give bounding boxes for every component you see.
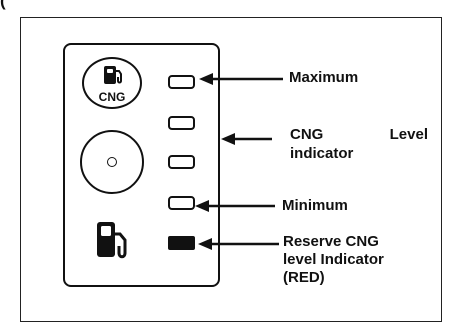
maximum-level-lamp (168, 75, 195, 89)
gauge-center-dot (107, 157, 117, 167)
cng-badge-text: CNG (98, 90, 126, 104)
reserve-label-line2: level Indicator (283, 251, 384, 268)
lower-level-lamp (168, 155, 195, 169)
cng-level-indicator-label-line2: indicator (290, 145, 354, 162)
reserve-level-lamp (168, 236, 195, 250)
maximum-label: Maximum (289, 69, 359, 86)
fuel-gauge-dial (80, 130, 144, 194)
cng-level-indicator-label-line1: CNG Level (290, 126, 428, 143)
cng-badge: CNG (82, 57, 142, 109)
fuel-pump-icon (104, 66, 122, 84)
reserve-label-line1: Reserve CNG (283, 233, 379, 250)
minimum-level-lamp (168, 196, 195, 210)
clipped-caption-fragment: ( (0, 0, 7, 10)
cng-indicator-panel (63, 43, 220, 287)
minimum-label: Minimum (282, 197, 348, 214)
reserve-label-line3: (RED) (283, 269, 325, 286)
figure-frame (20, 17, 442, 322)
reserve-fuel-pump-icon (97, 222, 127, 259)
upper-level-lamp (168, 116, 195, 130)
